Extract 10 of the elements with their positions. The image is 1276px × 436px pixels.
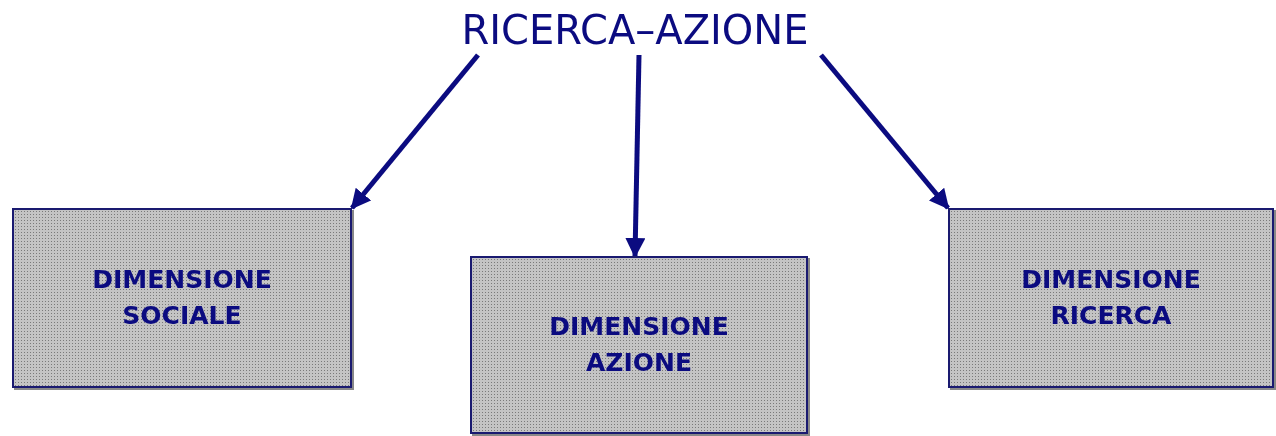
arrow xyxy=(625,54,646,258)
process-box xyxy=(470,256,808,434)
box-label: DIMENSIONE AZIONE xyxy=(548,311,730,379)
node-label: RICERCA–AZIONE xyxy=(461,5,809,55)
arrow xyxy=(819,53,950,210)
arrow xyxy=(350,53,480,210)
process-box xyxy=(948,208,1274,388)
process-box xyxy=(12,208,352,388)
box-label: DIMENSIONE SOCIALE xyxy=(91,264,273,332)
box-label: DIMENSIONE RICERCA xyxy=(1020,264,1202,332)
